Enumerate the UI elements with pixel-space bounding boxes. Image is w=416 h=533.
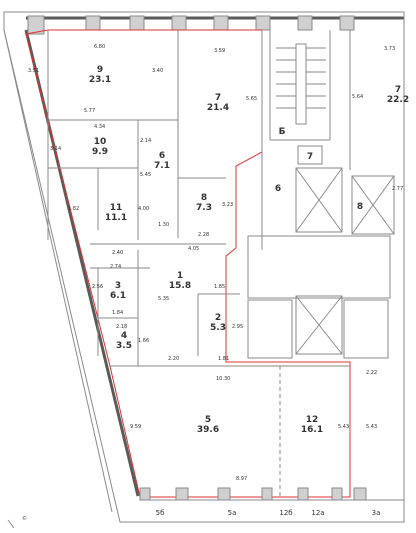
label-8-lift: 8 [357,202,363,212]
dim-2-28: 2.28 [198,232,209,238]
building-outline [3,11,405,523]
dim-5-45: 5.45 [140,172,151,178]
dim-10-30: 10.30 [216,376,230,382]
dim-3-51: 3.51 [28,68,39,74]
room-3-area: 6.1 [110,291,126,301]
dim-5-64: 5.64 [352,94,363,100]
window-12a: 12а [311,509,324,517]
dim-1-81: 1.81 [218,356,229,362]
room-7-number: 7 [215,93,221,103]
box-7 [297,145,323,165]
dim-2-95: 2.95 [232,324,243,330]
dim-1-30: 1.30 [158,222,169,228]
dim-2-74: 2.74 [110,264,121,270]
room-8-area: 7.3 [196,203,212,213]
dim-2-56: 2.56 [92,284,103,290]
window-5b: 5б [156,509,165,517]
dim-5-43-a: 5.43 [338,424,349,430]
room-6-area: 7.1 [154,161,170,171]
dim-3-73: 3.73 [384,46,395,52]
stair [276,43,326,125]
dim-2-40: 2.40 [112,250,123,256]
room-6-number: 6 [159,151,165,161]
room-7-right-number: 7 [395,85,401,95]
dim-3-40: 3.40 [152,68,163,74]
room-11-area: 11.1 [105,213,127,223]
dim-2-18: 2.18 [116,324,127,330]
room-12-area: 16.1 [301,425,323,435]
dim-4-34: 4.34 [94,124,105,130]
room-2-number: 2 [215,313,221,323]
dim-2-20: 2.20 [168,356,179,362]
dim-4-00: 4.00 [138,206,149,212]
room-8-number: 8 [201,193,207,203]
room-3-number: 3 [115,281,121,291]
room-5-number: 5 [205,415,211,425]
dim-9-59: 9.59 [130,424,141,430]
room-9-number: 9 [97,65,103,75]
interior-walls [47,30,395,367]
dim-1-82: 1.82 [68,206,79,212]
label-b: Б [279,127,286,137]
dim-1-84: 1.84 [112,310,123,316]
room-2-area: 5.3 [210,323,226,333]
room-7-right-area: 22.2 [387,95,409,105]
bottom-windows [139,487,367,501]
label-7-box: 7 [307,152,313,162]
dim-3-59: 3.59 [214,48,225,54]
room-11-number: 11 [110,203,123,213]
dim-1-85: 1.85 [214,284,225,290]
watermark: © [22,515,27,522]
dim-4-05: 4.05 [188,246,199,252]
dim-5-65: 5.65 [246,96,257,102]
dim-3-14: 3.14 [50,146,61,152]
dim-5-77: 5.77 [84,108,95,114]
room-12-number: 12 [306,415,319,425]
room-7-area: 21.4 [207,103,229,113]
room-4-number: 4 [121,331,127,341]
room-5-area: 39.6 [197,425,219,435]
room-10-number: 10 [94,137,107,147]
room-9-area: 23.1 [89,75,111,85]
dim-2-14: 2.14 [140,138,151,144]
compass-line [7,519,15,529]
dim-5-43-b: 5.43 [366,424,377,430]
room-1-number: 1 [177,271,183,281]
label-6-stair: 6 [275,184,281,194]
room-10-area: 9.9 [92,147,108,157]
dim-1-66: 1.66 [138,338,149,344]
dim-3-23: 3.23 [222,202,233,208]
window-12b: 12б [279,509,292,517]
dim-5-35: 5.35 [158,296,169,302]
window-5a: 5а [228,509,237,517]
dim-8-97: 8.97 [236,476,247,482]
room-4-area: 3.5 [116,341,132,351]
window-3a: 3а [372,509,381,517]
outer-left-line [3,29,113,513]
dim-6-80: 6.80 [94,44,105,50]
room-1-area: 15.8 [169,281,191,291]
dim-2-22: 2.22 [366,370,377,376]
dim-2-77: 2.77 [392,186,403,192]
